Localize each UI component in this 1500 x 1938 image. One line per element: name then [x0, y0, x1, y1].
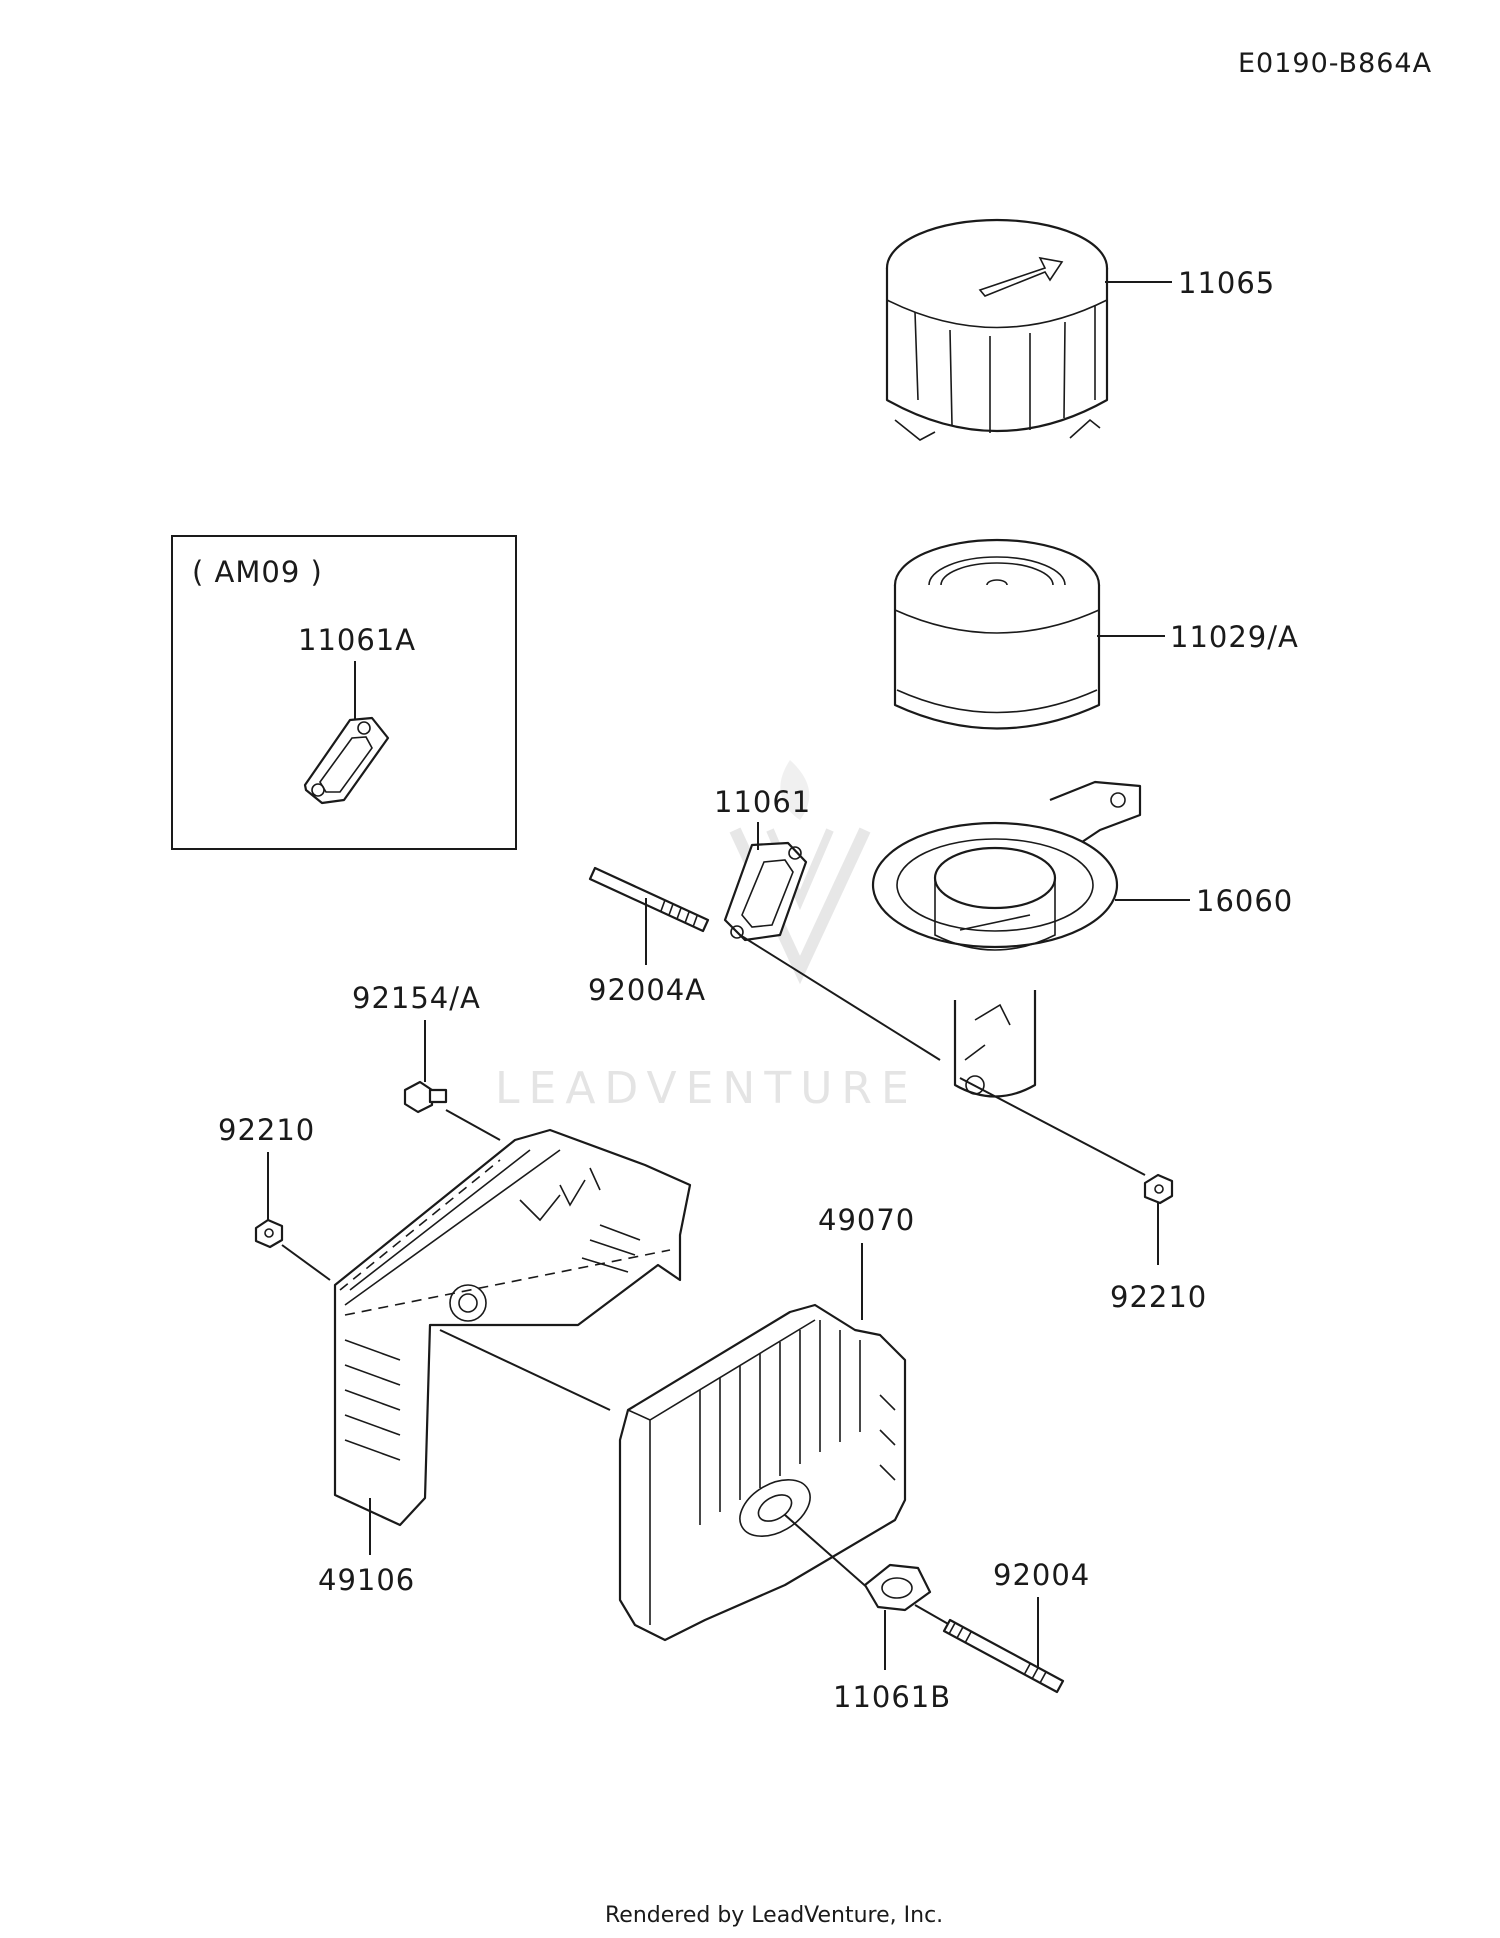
label-11061A[interactable]: 11061A [298, 623, 416, 657]
part-49106-muffler-cover[interactable] [333, 1128, 692, 1527]
label-49070[interactable]: 49070 [818, 1203, 915, 1237]
label-49106[interactable]: 49106 [318, 1563, 415, 1597]
label-11061B[interactable]: 11061B [833, 1680, 951, 1714]
label-92154A[interactable]: 92154/A [352, 981, 481, 1015]
label-92004[interactable]: 92004 [993, 1558, 1090, 1592]
label-92210-right[interactable]: 92210 [1110, 1280, 1207, 1314]
footer-credit: Rendered by LeadVenture, Inc. [605, 1903, 943, 1928]
label-16060[interactable]: 16060 [1196, 884, 1293, 918]
part-92004A-stud[interactable] [588, 866, 710, 933]
part-49070-muffler[interactable] [618, 1303, 907, 1642]
part-92004-stud[interactable] [942, 1618, 1065, 1694]
label-92210-left[interactable]: 92210 [218, 1113, 315, 1147]
inset-title: ( AM09 ) [192, 555, 323, 589]
label-92004A[interactable]: 92004A [588, 973, 706, 1007]
part-16060-base[interactable] [871, 780, 1142, 1098]
inset-am09: ( AM09 ) 11061A [171, 535, 517, 850]
part-11065-cover[interactable] [885, 218, 1109, 441]
part-92210-right-nut[interactable] [1143, 1173, 1174, 1205]
part-11061-gasket[interactable] [723, 841, 808, 942]
label-11061[interactable]: 11061 [714, 785, 811, 819]
part-11029A-filter[interactable] [893, 538, 1101, 730]
part-11061B-gasket[interactable] [863, 1563, 932, 1612]
label-11029A[interactable]: 11029/A [1170, 620, 1299, 654]
diagram-code: E0190-B864A [1238, 48, 1432, 79]
gasket-11061A[interactable] [303, 716, 390, 805]
watermark-text: LEADVENTURE [495, 1063, 918, 1114]
label-11065[interactable]: 11065 [1178, 266, 1275, 300]
watermark: LEADVENTURE [495, 760, 918, 1114]
part-92154A-bolt[interactable] [403, 1080, 448, 1114]
part-92210-left-nut[interactable] [254, 1218, 284, 1249]
